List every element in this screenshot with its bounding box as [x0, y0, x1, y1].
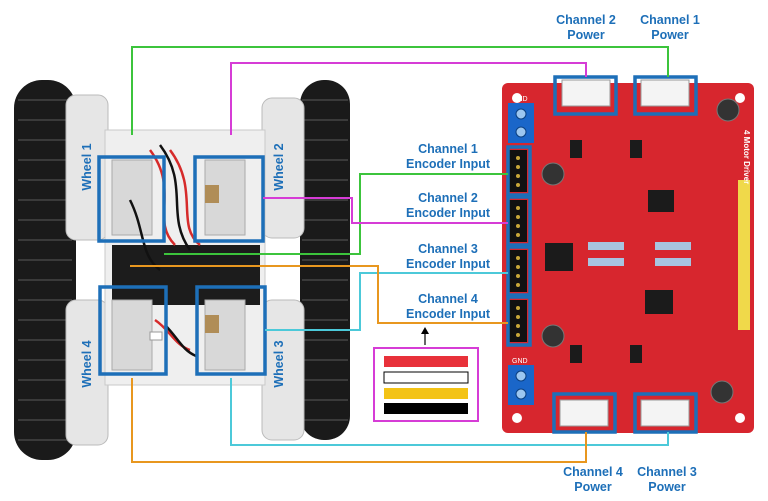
channel-4-power-label: Channel 4 Power	[553, 465, 633, 495]
channel-4-encoder-box	[506, 295, 532, 347]
channel-1-encoder-line1: Channel 1	[418, 142, 478, 156]
highlight-boxes	[97, 75, 698, 434]
wire-ch3-encoder	[265, 272, 508, 331]
wheel-4-box	[98, 285, 168, 376]
channel-2-encoder-label: Channel 2 Encoder Input	[396, 191, 500, 221]
channel-1-encoder-label: Channel 1 Encoder Input	[396, 142, 500, 172]
wire-ch3-power	[230, 378, 669, 446]
wire-color-legend	[373, 347, 479, 422]
wire-ch2-power	[230, 62, 587, 135]
wire-ch1-encoder	[164, 173, 508, 255]
channel-4-encoder-label: Channel 4 Encoder Input	[396, 292, 500, 322]
channel-3-encoder-box	[506, 245, 532, 297]
channel-2-power-label: Channel 2 Power	[546, 13, 626, 43]
channel-1-encoder-line2: Encoder Input	[405, 157, 491, 171]
wheel-2-label: Wheel 2	[272, 143, 286, 191]
wheel-1-label: Wheel 1	[80, 143, 94, 191]
channel-2-power-line2: Power	[567, 28, 605, 42]
channel-3-encoder-label: Channel 3 Encoder Input	[396, 242, 500, 272]
channel-2-encoder-line2: Encoder Input	[405, 206, 491, 220]
channel-3-power-line1: Channel 3	[637, 465, 697, 479]
channel-3-encoder-line1: Channel 3	[418, 242, 478, 256]
wheel-1-box	[97, 155, 166, 243]
channel-2-encoder-line1: Channel 2	[418, 191, 478, 205]
channel-1-power-line1: Channel 1	[640, 13, 700, 27]
wire-ch4-power	[131, 378, 587, 463]
wire-ch1-power	[131, 46, 669, 135]
robot-chassis	[14, 80, 350, 460]
channel-4-power-line1: Channel 4	[563, 465, 623, 479]
motor-driver-board: GND GND	[502, 79, 754, 433]
channel-1-power-label: Channel 1 Power	[630, 13, 710, 43]
wires	[130, 46, 669, 463]
legend-yellow-wire	[384, 388, 468, 399]
legend-red-wire	[384, 356, 468, 367]
channel-4-encoder-line1: Channel 4	[418, 292, 478, 306]
wheel-4-label: Wheel 4	[80, 340, 94, 388]
channel-1-encoder-box	[506, 145, 532, 197]
channel-2-power-line1: Channel 2	[556, 13, 616, 27]
board-title: 4 Motor Driver	[742, 130, 751, 184]
channel-4-encoder-line2: Encoder Input	[405, 307, 491, 321]
gnd-top-label: GND	[512, 96, 528, 103]
channel-1-power-box	[633, 75, 698, 116]
channel-3-power-line2: Power	[648, 480, 686, 494]
channel-4-power-line2: Power	[574, 480, 612, 494]
channel-1-power-line2: Power	[651, 28, 689, 42]
channel-3-power-box	[633, 392, 698, 434]
channel-3-power-label: Channel 3 Power	[627, 465, 707, 495]
channel-2-encoder-box	[506, 195, 532, 247]
legend-black-wire	[384, 403, 468, 414]
wire-ch4-encoder	[130, 265, 508, 324]
channel-4-power-box	[552, 392, 617, 434]
arrow-head-icon	[421, 327, 429, 334]
wire-ch2-encoder	[263, 197, 508, 224]
channel-3-encoder-line2: Encoder Input	[405, 257, 491, 271]
legend-white-wire	[383, 371, 469, 384]
gnd-bottom-label: GND	[512, 358, 528, 365]
wheel-3-label: Wheel 3	[272, 340, 286, 388]
